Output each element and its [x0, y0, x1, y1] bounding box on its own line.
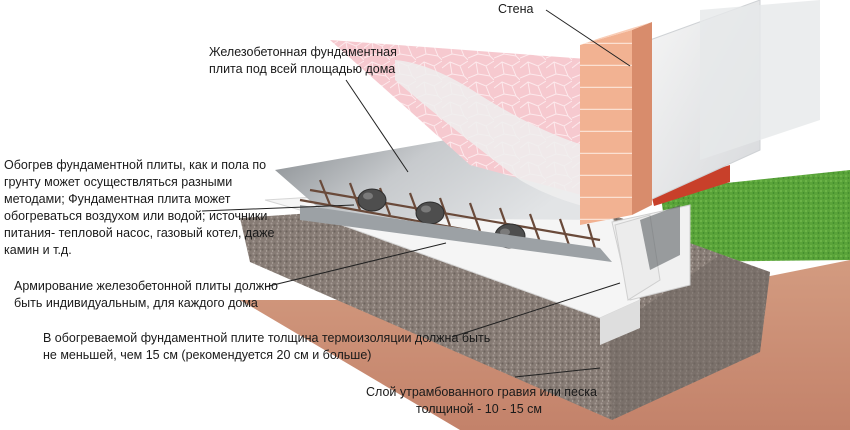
heating-label: Обогрев фундаментной плиты, как и пола п… [4, 158, 275, 257]
reinforcement-label: Армирование железобетонной плиты должно … [14, 279, 278, 310]
gravel-label: Слой утрамбованного гравия или песка тол… [366, 385, 597, 416]
wall-label: Стена [498, 2, 534, 16]
slab-label: Железобетонная фундаментная плита под вс… [209, 45, 397, 76]
insulation-label: В обогреваемой фундаментной плите толщин… [43, 331, 491, 362]
